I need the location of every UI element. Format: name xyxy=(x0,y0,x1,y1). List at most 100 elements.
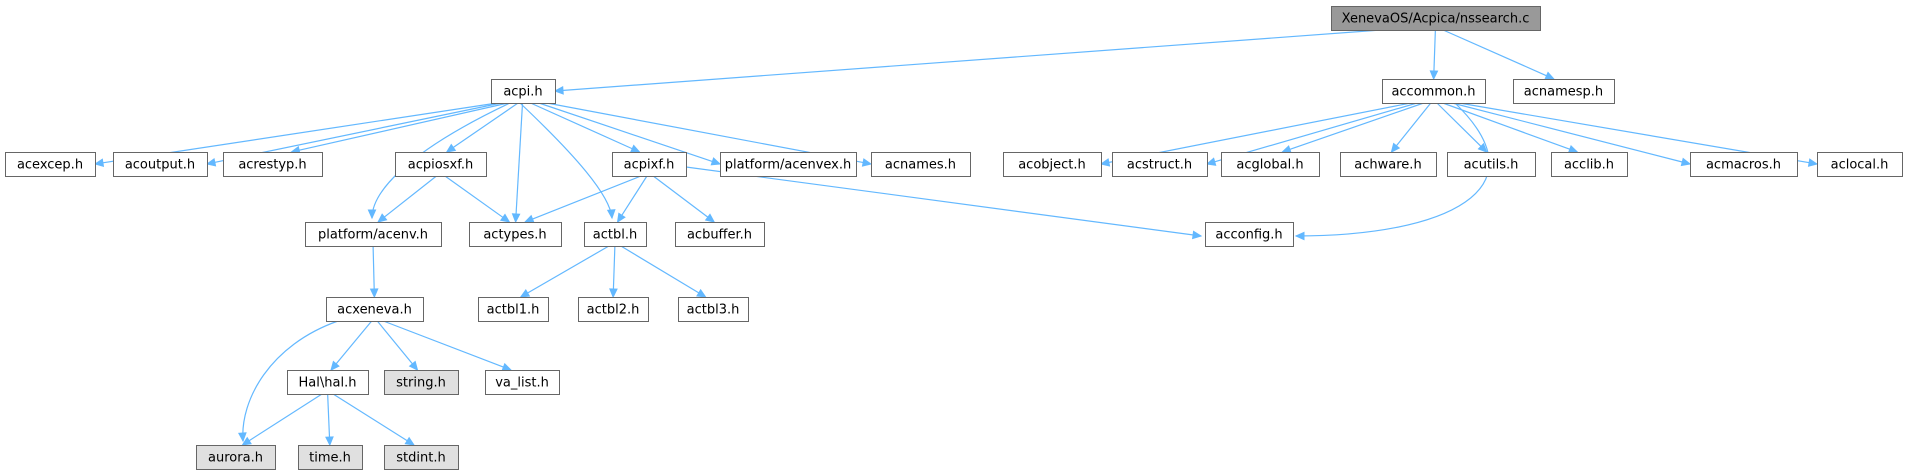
arrowhead xyxy=(519,288,531,298)
node-acpiosxf[interactable]: acpiosxf.h xyxy=(395,152,487,177)
edge-line xyxy=(1288,102,1424,151)
edge-acpi-to-actbl xyxy=(519,102,616,220)
node-acexcep[interactable]: acexcep.h xyxy=(5,152,96,177)
node-box xyxy=(485,370,560,395)
arrowhead xyxy=(445,143,457,153)
node-acpixf[interactable]: acpixf.h xyxy=(612,152,687,177)
node-nssearch[interactable]: XenevaOS/Acpica/nssearch.c xyxy=(1331,6,1541,31)
node-box xyxy=(1205,222,1294,247)
node-label: time.h xyxy=(309,451,351,466)
arrowhead xyxy=(1281,145,1292,154)
node-box xyxy=(5,152,96,177)
node-label: acutils.h xyxy=(1464,158,1519,173)
arrowhead xyxy=(367,209,377,220)
node-box xyxy=(1382,79,1486,104)
graph-nodes: XenevaOS/Acpica/nssearch.c acpi.h accommon… xyxy=(5,6,1903,470)
arrowhead xyxy=(501,362,513,372)
node-acutils[interactable]: acutils.h xyxy=(1447,152,1536,177)
node-acnamesp[interactable]: acnamesp.h xyxy=(1513,79,1615,104)
edge-line xyxy=(335,320,373,365)
arrowhead xyxy=(629,144,641,153)
edge-line xyxy=(530,102,634,150)
edge-accommon-to-acconfig xyxy=(1294,102,1490,241)
node-actbl3[interactable]: actbl3.h xyxy=(678,297,749,322)
node-actbl[interactable]: actbl.h xyxy=(584,222,647,247)
edge-acpiosxf-to-acenv xyxy=(377,175,437,223)
node-box xyxy=(395,152,487,177)
node-acxeneva[interactable]: acxeneva.h xyxy=(326,297,424,322)
node-label: actypes.h xyxy=(483,228,546,243)
edge-line xyxy=(620,245,700,294)
node-acmacros[interactable]: acmacros.h xyxy=(1690,152,1798,177)
node-acrestyp[interactable]: acrestyp.h xyxy=(223,152,323,177)
edge-line xyxy=(1295,102,1490,237)
edge-acpixf-to-actbl xyxy=(616,175,648,224)
node-acclib[interactable]: acclib.h xyxy=(1551,152,1628,177)
edge-acxeneva-to-stringh xyxy=(376,320,419,371)
node-label: stdint.h xyxy=(396,451,445,466)
node-aclocal[interactable]: aclocal.h xyxy=(1817,152,1903,177)
node-acenvex[interactable]: platform/acenvex.h xyxy=(720,152,857,177)
node-acbuffer[interactable]: acbuffer.h xyxy=(675,222,765,247)
node-label: achware.h xyxy=(1354,158,1421,173)
node-acoutput[interactable]: acoutput.h xyxy=(113,152,208,177)
node-label: acobject.h xyxy=(1018,158,1086,173)
node-acnames[interactable]: acnames.h xyxy=(871,152,971,177)
arrowhead xyxy=(1429,70,1439,81)
node-acenv[interactable]: platform/acenv.h xyxy=(305,222,442,247)
node-box xyxy=(871,152,971,177)
edge-line xyxy=(327,393,331,439)
arrowhead xyxy=(609,288,618,299)
edge-accommon-to-acmacros xyxy=(1451,102,1692,167)
edge-accommon-to-acglobal xyxy=(1281,102,1424,154)
node-acstruct[interactable]: acstruct.h xyxy=(1112,152,1208,177)
node-actypes[interactable]: actypes.h xyxy=(469,222,562,247)
edge-line xyxy=(620,175,648,217)
edge-actbl-to-actbl3 xyxy=(620,245,707,298)
node-accommon[interactable]: accommon.h xyxy=(1382,79,1486,104)
node-label: platform/acenvex.h xyxy=(725,158,852,173)
node-box xyxy=(113,152,208,177)
arrowhead xyxy=(553,86,564,95)
node-actbl2[interactable]: actbl2.h xyxy=(578,297,649,322)
edge-accommon-to-acutils xyxy=(1436,102,1488,153)
node-box xyxy=(196,445,276,470)
arrowhead xyxy=(1680,157,1692,167)
node-label: actbl.h xyxy=(593,228,637,243)
edge-line xyxy=(383,175,437,219)
node-box xyxy=(384,370,459,395)
node-label: Hal\hal.h xyxy=(299,376,357,391)
edge-acenv-to-acxeneva xyxy=(369,245,379,299)
edge-line xyxy=(519,102,613,219)
node-acobject[interactable]: acobject.h xyxy=(1003,152,1102,177)
edge-line xyxy=(561,29,1381,92)
edge-acpiosxf-to-actypes xyxy=(444,175,511,223)
arrowhead xyxy=(330,360,340,371)
node-box xyxy=(478,297,549,322)
node-acpi[interactable]: acpi.h xyxy=(491,79,556,104)
node-stringh: string.h xyxy=(384,370,459,395)
node-valist[interactable]: va_list.h xyxy=(485,370,560,395)
arrowhead xyxy=(205,157,217,167)
node-box xyxy=(720,152,857,177)
node-label: acpixf.h xyxy=(624,158,675,173)
node-box xyxy=(1340,152,1437,177)
edge-line xyxy=(1395,102,1432,147)
arrowhead xyxy=(1477,142,1488,153)
node-actbl1[interactable]: actbl1.h xyxy=(478,297,549,322)
edge-line xyxy=(531,175,642,220)
node-achware[interactable]: achware.h xyxy=(1340,152,1437,177)
edge-line xyxy=(1451,102,1684,163)
node-acglobal[interactable]: acglobal.h xyxy=(1221,152,1320,177)
node-acconfig[interactable]: acconfig.h xyxy=(1205,222,1294,247)
node-halh[interactable]: Hal\hal.h xyxy=(287,370,369,395)
node-label: accommon.h xyxy=(1391,85,1475,100)
arrowhead xyxy=(710,157,722,166)
node-label: actbl3.h xyxy=(687,303,740,318)
edge-acxeneva-to-halh xyxy=(330,320,373,371)
node-box xyxy=(678,297,749,322)
edge-line xyxy=(247,393,323,442)
edge-line xyxy=(538,102,714,163)
node-box xyxy=(1331,6,1541,31)
arrowhead xyxy=(1191,230,1203,240)
